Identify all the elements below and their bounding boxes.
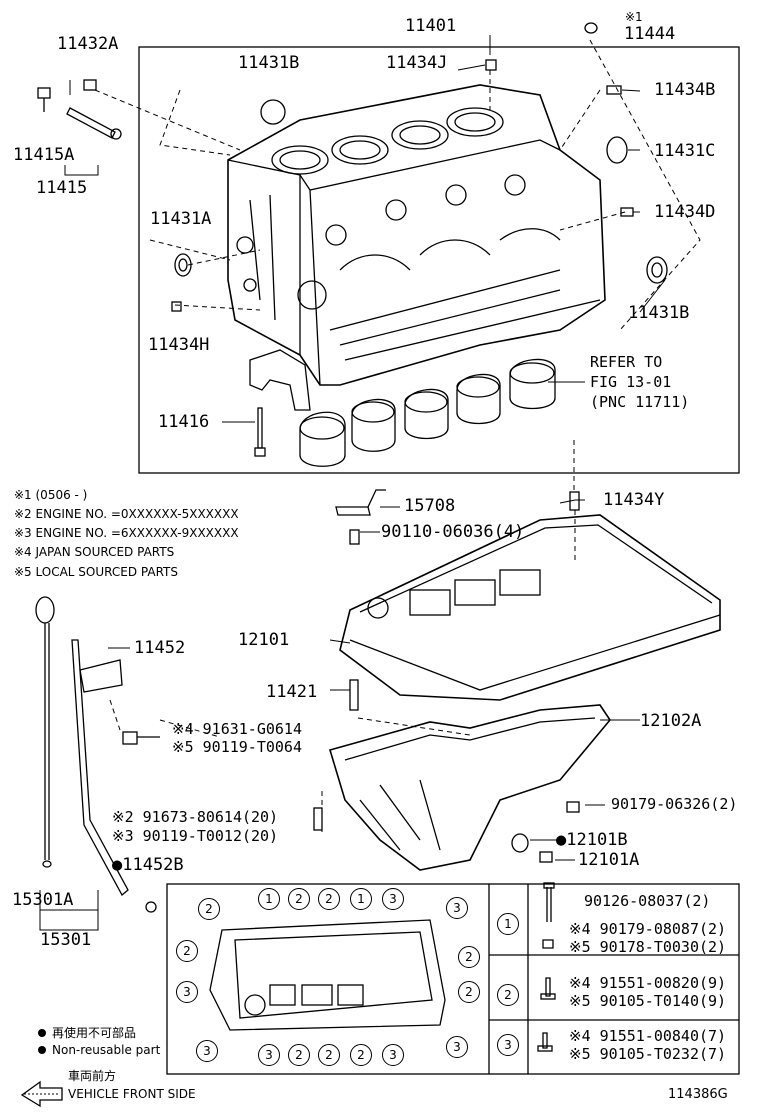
label-11415: 11415 bbox=[36, 178, 88, 198]
label-12101A: 12101A bbox=[578, 850, 640, 870]
gasket-callout: 2 bbox=[288, 1044, 310, 1066]
oil-pipe-drawing bbox=[37, 79, 122, 140]
label-11432A: 11432A bbox=[57, 34, 119, 54]
label-11452B: ●11452B bbox=[112, 855, 184, 875]
label-90110: 90110-06036(4) bbox=[381, 522, 525, 542]
label-11431B-top: 11431B bbox=[238, 53, 300, 73]
table-callout-3: 3 bbox=[497, 1034, 519, 1056]
row3-line1: ※4 91551-00840(7) bbox=[569, 1027, 727, 1045]
refer-note-line3: (PNC 11711) bbox=[590, 393, 690, 411]
gasket-callout: 3 bbox=[446, 897, 468, 919]
label-11434B: 11434B bbox=[654, 80, 716, 100]
label-15708: 15708 bbox=[404, 496, 456, 516]
row3-line2: ※5 90105-T0232(7) bbox=[569, 1045, 727, 1063]
gasket-callout: 2 bbox=[458, 981, 480, 1003]
label-11434J: 11434J bbox=[386, 53, 448, 73]
gasket-callout: 3 bbox=[382, 888, 404, 910]
gasket-callout: 1 bbox=[258, 888, 280, 910]
note-5: ※5 LOCAL SOURCED PARTS bbox=[14, 565, 178, 579]
label-15301A: 15301A bbox=[12, 890, 74, 910]
gasket-callout: 3 bbox=[196, 1040, 218, 1062]
note-4: ※4 JAPAN SOURCED PARTS bbox=[14, 545, 175, 559]
label-11434Y: 11434Y bbox=[603, 490, 665, 510]
gasket-callout: 2 bbox=[288, 888, 310, 910]
engine-block-frame bbox=[138, 46, 740, 474]
non-reusable-bullet-icon bbox=[38, 1029, 46, 1037]
oil-pan-lower-drawing bbox=[328, 704, 611, 871]
label-91673: ※2 91673-80614(20) bbox=[112, 808, 279, 826]
oil-pan-upper-drawing bbox=[339, 514, 721, 701]
gasket-callout: 3 bbox=[258, 1044, 280, 1066]
note-3: ※3 ENGINE NO. =6XXXXXX-9XXXXXX bbox=[14, 526, 239, 540]
gasket-callout: 3 bbox=[176, 981, 198, 1003]
label-11434H: 11434H bbox=[148, 335, 210, 355]
label-12101B: ●12101B bbox=[556, 830, 628, 850]
label-90119-b: ※3 90119-T0012(20) bbox=[112, 827, 279, 845]
label-90119-a: ※5 90119-T0064 bbox=[172, 738, 302, 756]
crank-bearings-drawing bbox=[249, 349, 556, 467]
label-11431A: 11431A bbox=[150, 209, 212, 229]
row1-line2: ※4 90179-08087(2) bbox=[569, 920, 727, 938]
gasket-callout: 2 bbox=[318, 1044, 340, 1066]
label-11431C: 11431C bbox=[654, 141, 716, 161]
front-side-jp: 車両前方 bbox=[68, 1069, 117, 1083]
label-11416: 11416 bbox=[158, 412, 210, 432]
table-callout-2: 2 bbox=[497, 984, 519, 1006]
diagram-id: 114386G bbox=[668, 1087, 728, 1102]
refer-note-line2: FIG 13-01 bbox=[590, 373, 672, 391]
label-11401: 11401 bbox=[405, 16, 457, 36]
row1-line3: ※5 90178-T0030(2) bbox=[569, 938, 727, 956]
label-12102A: 12102A bbox=[640, 711, 702, 731]
row2-line2: ※5 90105-T0140(9) bbox=[569, 992, 727, 1010]
label-11444: 11444 bbox=[624, 24, 676, 44]
row2-line1: ※4 91551-00820(9) bbox=[569, 974, 727, 992]
label-11434D: 11434D bbox=[654, 202, 716, 222]
gasket-callout: 3 bbox=[382, 1044, 404, 1066]
non-reusable-bullet-icon-2 bbox=[38, 1046, 46, 1054]
note-2: ※2 ENGINE NO. =0XXXXXX-5XXXXXX bbox=[14, 507, 239, 521]
cylinder-block-drawing bbox=[227, 84, 606, 386]
gasket-callout: 2 bbox=[176, 940, 198, 962]
mark-1: ※1 bbox=[625, 10, 643, 24]
label-11452: 11452 bbox=[134, 638, 186, 658]
label-90179: 90179-06326(2) bbox=[611, 795, 738, 813]
refer-note-line1: REFER TO bbox=[590, 353, 663, 371]
plugs-drawing bbox=[171, 22, 668, 511]
label-11431B-right: 11431B bbox=[628, 303, 690, 323]
bolt-layout-frame bbox=[166, 883, 740, 1075]
bolt-11416-drawing bbox=[254, 407, 266, 457]
gasket-callout: 3 bbox=[446, 1036, 468, 1058]
label-11421: 11421 bbox=[266, 682, 318, 702]
gasket-callout: 2 bbox=[198, 898, 220, 920]
gasket-callout: 2 bbox=[458, 946, 480, 968]
label-12101: 12101 bbox=[238, 630, 290, 650]
label-15301: 15301 bbox=[40, 930, 92, 950]
non-reusable-jp: 再使用不可部品 bbox=[52, 1026, 137, 1040]
label-91631: ※4 91631-G0614 bbox=[172, 720, 302, 738]
row1-line1: 90126-08037(2) bbox=[584, 892, 711, 910]
note-1: ※1 (0506 - ) bbox=[14, 488, 88, 502]
dipstick-drawing bbox=[35, 596, 157, 913]
front-side-en: VEHICLE FRONT SIDE bbox=[68, 1087, 196, 1101]
non-reusable-en: Non-reusable part bbox=[52, 1043, 161, 1057]
label-11415A: 11415A bbox=[13, 145, 75, 165]
table-callout-1: 1 bbox=[497, 913, 519, 935]
gasket-callout: 2 bbox=[350, 1044, 372, 1066]
gasket-callout: 2 bbox=[318, 888, 340, 910]
gasket-callout: 1 bbox=[350, 888, 372, 910]
